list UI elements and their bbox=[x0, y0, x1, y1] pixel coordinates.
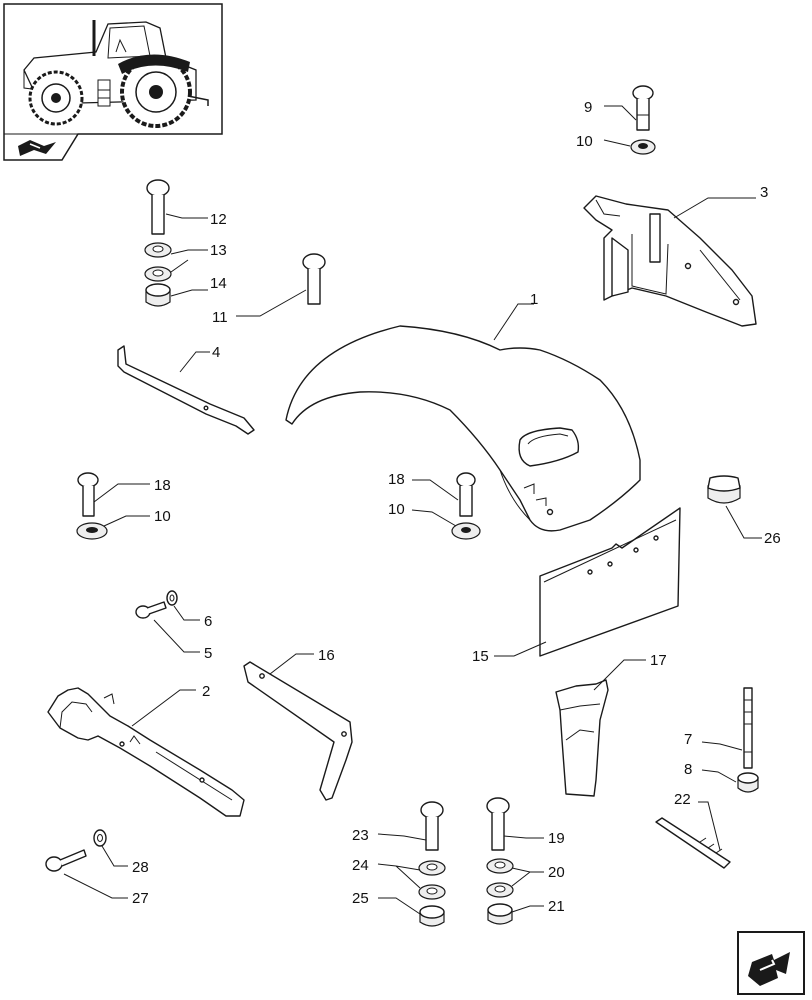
section-marker-icon bbox=[18, 140, 56, 156]
callout-26: 26 bbox=[764, 530, 781, 547]
callout-4: 4 bbox=[212, 344, 220, 361]
leader-4 bbox=[179, 351, 210, 373]
leader-10-top bbox=[603, 139, 631, 147]
leader-10-left bbox=[103, 515, 150, 527]
next-page-arrow-icon bbox=[748, 952, 790, 986]
callout-1: 1 bbox=[530, 291, 538, 308]
part-7-stud bbox=[743, 687, 753, 769]
leader-9 bbox=[604, 105, 637, 121]
leader-6 bbox=[173, 605, 200, 621]
callout-12: 12 bbox=[210, 211, 227, 228]
callout-5: 5 bbox=[204, 645, 212, 662]
part-22-rod bbox=[655, 817, 731, 869]
part-18-bolt-left bbox=[77, 472, 99, 517]
callout-22: 22 bbox=[674, 791, 691, 808]
leader-13 bbox=[170, 249, 208, 273]
part-10-washer-left bbox=[76, 522, 108, 540]
part-28-washer bbox=[93, 829, 107, 847]
callout-28: 28 bbox=[132, 859, 149, 876]
callout-18-center: 18 bbox=[388, 471, 405, 488]
leader-21 bbox=[511, 905, 544, 913]
part-13-washers bbox=[144, 242, 172, 282]
leader-10-center bbox=[411, 509, 457, 527]
leader-5 bbox=[153, 619, 200, 653]
leader-17 bbox=[593, 659, 646, 691]
part-3-bracket bbox=[583, 195, 757, 327]
callout-10-left: 10 bbox=[154, 508, 171, 525]
leader-15 bbox=[494, 641, 547, 657]
leader-1 bbox=[493, 303, 534, 341]
callout-27: 27 bbox=[132, 890, 149, 907]
part-23-bolt bbox=[420, 801, 444, 851]
leader-18-left bbox=[93, 483, 150, 503]
part-26-cap bbox=[707, 475, 741, 504]
leader-28 bbox=[101, 845, 128, 867]
next-page-button[interactable] bbox=[737, 931, 805, 995]
part-4-strap bbox=[117, 345, 255, 435]
callout-10-center: 10 bbox=[388, 501, 405, 518]
leader-24 bbox=[377, 863, 421, 889]
leader-3 bbox=[673, 197, 756, 219]
leader-22 bbox=[698, 801, 721, 851]
part-21-nut bbox=[487, 903, 513, 925]
callout-7: 7 bbox=[684, 731, 692, 748]
part-12-bolt bbox=[146, 179, 170, 235]
leader-20 bbox=[511, 867, 544, 887]
callout-19: 19 bbox=[548, 830, 565, 847]
part-16-bracket bbox=[243, 661, 353, 801]
callout-10-top: 10 bbox=[576, 133, 593, 150]
leader-27 bbox=[63, 873, 128, 899]
part-19-bolt bbox=[486, 797, 510, 851]
callout-24: 24 bbox=[352, 857, 369, 874]
leader-23 bbox=[377, 833, 427, 841]
part-8-nut bbox=[737, 772, 759, 793]
part-11-bolt bbox=[302, 253, 326, 305]
callout-11: 11 bbox=[212, 309, 228, 326]
callout-23: 23 bbox=[352, 827, 369, 844]
part-15-mudflap bbox=[539, 507, 681, 657]
callout-13: 13 bbox=[210, 242, 227, 259]
part-18-bolt-center bbox=[456, 472, 476, 517]
callout-17: 17 bbox=[650, 652, 667, 669]
leader-12 bbox=[165, 213, 208, 219]
callout-9: 9 bbox=[584, 99, 592, 116]
leader-18-center bbox=[412, 479, 459, 501]
tractor-thumbnail-icon bbox=[23, 20, 209, 128]
callout-15: 15 bbox=[472, 648, 489, 665]
leader-8 bbox=[701, 769, 737, 783]
callout-16: 16 bbox=[318, 647, 335, 664]
callout-2: 2 bbox=[202, 683, 210, 700]
callout-14: 14 bbox=[210, 275, 227, 292]
callout-21: 21 bbox=[548, 898, 565, 915]
part-1-fender bbox=[285, 325, 641, 532]
part-9-bolt bbox=[632, 85, 654, 131]
leader-14 bbox=[170, 289, 208, 297]
callout-8: 8 bbox=[684, 761, 692, 778]
leader-25 bbox=[378, 897, 421, 915]
part-25-nut bbox=[419, 905, 445, 927]
tractor-thumbnail bbox=[3, 3, 223, 161]
part-10-washer-center bbox=[451, 522, 481, 540]
part-6-washer bbox=[166, 590, 178, 606]
part-14-nut bbox=[145, 283, 171, 307]
callout-18-left: 18 bbox=[154, 477, 171, 494]
leader-11 bbox=[236, 289, 307, 317]
callout-3: 3 bbox=[760, 184, 768, 201]
callout-25: 25 bbox=[352, 890, 369, 907]
part-17-guard bbox=[555, 679, 609, 797]
leader-19 bbox=[503, 835, 544, 839]
part-2-bracket bbox=[47, 687, 245, 817]
part-20-washers bbox=[486, 858, 514, 898]
part-24-washers bbox=[418, 860, 446, 900]
leader-7 bbox=[701, 741, 743, 751]
leader-16 bbox=[269, 653, 314, 675]
leader-26 bbox=[725, 505, 762, 539]
leader-2 bbox=[131, 689, 196, 727]
callout-20: 20 bbox=[548, 864, 565, 881]
part-10-washer-top bbox=[630, 139, 656, 155]
part-5-screw bbox=[135, 601, 167, 619]
callout-6: 6 bbox=[204, 613, 212, 630]
part-27-screw bbox=[45, 849, 87, 872]
